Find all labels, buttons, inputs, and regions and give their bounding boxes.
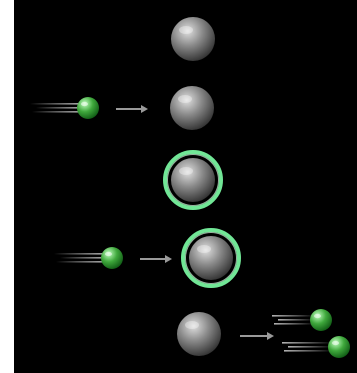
atom-nucleus	[165, 152, 221, 208]
stage-ground-state	[171, 17, 215, 61]
atom-sphere	[189, 236, 233, 280]
stage-excited-electron-approaching	[54, 230, 239, 286]
released-electron-trail	[272, 315, 314, 325]
incoming-electron-trail	[54, 253, 108, 263]
atom-sphere	[177, 312, 221, 356]
atom-sphere	[170, 86, 214, 130]
released-electron	[328, 336, 350, 358]
stage-two-electrons-released	[177, 309, 350, 358]
stage-excited-state	[165, 152, 221, 208]
atom-sphere	[171, 158, 215, 202]
avalanche-diagram	[14, 0, 357, 373]
direction-arrow	[140, 255, 172, 263]
atom-nucleus	[171, 17, 215, 61]
atom-nucleus	[170, 86, 214, 130]
atom-nucleus	[183, 230, 239, 286]
atom-nucleus	[177, 312, 221, 356]
direction-arrow	[116, 105, 148, 113]
diagram-panel	[14, 0, 357, 373]
incoming-electron-trail	[30, 103, 84, 113]
incoming-electron	[77, 97, 99, 119]
atom-sphere	[171, 17, 215, 61]
released-electron-trail	[282, 342, 332, 352]
released-electron	[310, 309, 332, 331]
incoming-electron	[101, 247, 123, 269]
stage-electron-approaching	[30, 86, 214, 130]
direction-arrow	[240, 332, 274, 340]
